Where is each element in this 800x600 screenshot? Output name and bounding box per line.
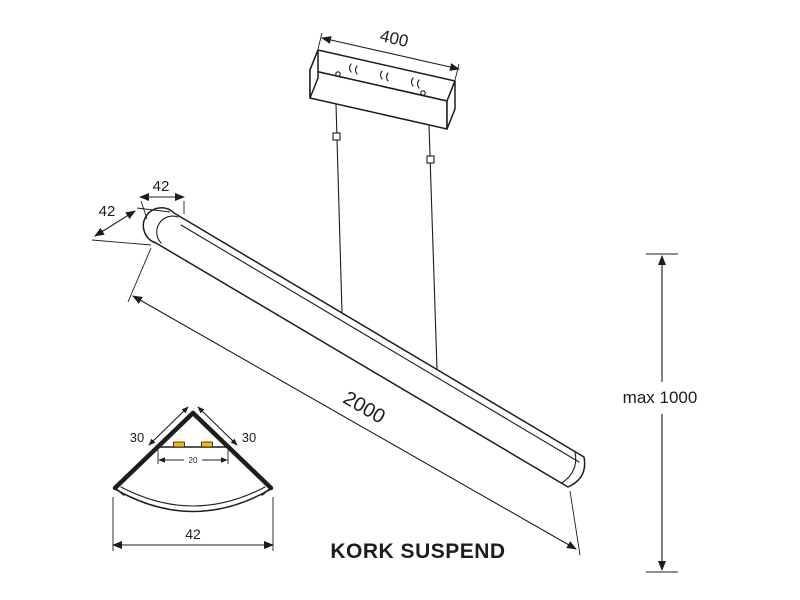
section-lens-inner [120, 486, 266, 507]
led-strip-left [173, 441, 185, 448]
dimension-profile-width: 42 [139, 178, 185, 220]
dim-2000-ext-right [569, 490, 581, 556]
dim-400-label: 400 [378, 26, 410, 51]
canopy-right-end-face [446, 80, 456, 130]
dim-30-right-line [197, 406, 238, 446]
dim-400-ext-right [454, 63, 460, 81]
dim-42side-label: 42 [99, 203, 116, 220]
dim-42side-line [94, 210, 136, 237]
dim-400-line [321, 36, 460, 71]
section-wall-right [190, 410, 274, 491]
dim-2000-ext-left [127, 247, 152, 303]
dim-2000-label: 2000 [339, 387, 389, 428]
dim-30-left-line [148, 406, 189, 446]
dim-2000-line [132, 295, 577, 550]
dim-400-ext-left [317, 32, 323, 50]
product-title: KORK SUSPEND [330, 540, 505, 563]
canopy-screw-right [420, 90, 426, 96]
section-lens-outer [114, 488, 272, 513]
ceiling-canopy [309, 49, 456, 130]
led-strip-right [201, 441, 213, 448]
dim-30-right-label: 30 [242, 430, 256, 445]
dim-42side-ext-upper [136, 207, 171, 213]
dim-42side-ext-lower [91, 239, 152, 246]
canopy-screw-left [335, 71, 341, 77]
fixture-endcap-left [156, 215, 179, 244]
dim-20-label: 20 [189, 456, 198, 465]
dimension-fixture-length: 2000 [127, 247, 581, 556]
section-wall-left [112, 410, 196, 491]
dim-42top-ext-left [140, 200, 148, 220]
dim-42b-label: 42 [185, 526, 201, 542]
dim-30-left-label: 30 [130, 430, 144, 445]
dimension-suspension-height: max 1000 [623, 253, 698, 573]
dimension-profile-depth: 42 [91, 203, 171, 246]
profile-cross-section: 30 30 20 42 [112, 406, 274, 551]
wire-gripper-left [332, 132, 341, 141]
dim-1000-label: max 1000 [623, 388, 698, 407]
canopy-left-end-face [309, 49, 319, 99]
dim-42top-label: 42 [153, 178, 170, 195]
fixture-edge-line [180, 224, 580, 463]
wire-gripper-right [426, 155, 435, 164]
